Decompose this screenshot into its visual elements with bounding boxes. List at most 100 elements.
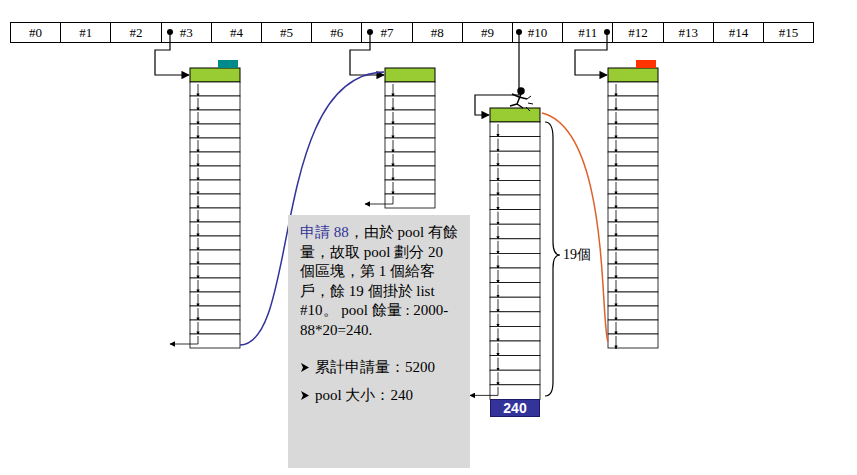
next-pointer bbox=[498, 168, 499, 182]
memory-block bbox=[385, 110, 435, 124]
list-header-cell: #13 bbox=[663, 22, 714, 43]
list-header-cell: #6 bbox=[311, 22, 362, 43]
memory-block bbox=[490, 356, 540, 371]
pointer-dot bbox=[167, 29, 173, 35]
memory-block bbox=[490, 210, 540, 225]
memory-block bbox=[190, 194, 240, 208]
cell-label: #11 bbox=[578, 25, 597, 41]
next-pointer bbox=[616, 196, 617, 209]
list-marker bbox=[218, 60, 238, 68]
next-pointer bbox=[616, 126, 617, 139]
memory-block bbox=[190, 82, 240, 96]
memory-block bbox=[608, 138, 658, 152]
count-label: 19個 bbox=[561, 246, 593, 264]
next-pointer bbox=[393, 140, 394, 153]
next-pointer bbox=[470, 387, 498, 396]
next-pointer bbox=[616, 238, 617, 251]
next-pointer bbox=[170, 336, 198, 344]
next-pointer bbox=[198, 196, 199, 209]
next-pointer bbox=[498, 212, 499, 226]
next-pointer bbox=[616, 266, 617, 279]
next-pointer bbox=[365, 196, 393, 204]
list-head bbox=[608, 68, 658, 82]
memory-block bbox=[608, 124, 658, 138]
list-header-cell: #1 bbox=[60, 22, 111, 43]
next-pointer bbox=[616, 140, 617, 153]
list-header-cell: #5 bbox=[261, 22, 312, 43]
next-pointer bbox=[198, 112, 199, 125]
memory-block bbox=[608, 278, 658, 292]
list-header-cell: #2 bbox=[110, 22, 161, 43]
memory-block bbox=[190, 264, 240, 278]
next-pointer bbox=[198, 322, 199, 335]
next-pointer bbox=[616, 84, 617, 97]
memory-block bbox=[490, 180, 540, 195]
cell-label: #7 bbox=[380, 25, 393, 41]
note-paragraph: 申請 88，由於 pool 有餘量，故取 pool 劃分 20 個區塊，第 1 … bbox=[300, 223, 460, 340]
note-box: 申請 88，由於 pool 有餘量，故取 pool 劃分 20 個區塊，第 1 … bbox=[288, 215, 470, 468]
next-pointer bbox=[393, 112, 394, 125]
memory-block bbox=[608, 334, 658, 348]
cell-label: #6 bbox=[330, 25, 343, 41]
next-pointer bbox=[498, 153, 499, 167]
next-pointer bbox=[198, 280, 199, 293]
next-pointer bbox=[393, 98, 394, 111]
next-pointer bbox=[498, 358, 499, 372]
memory-block bbox=[490, 122, 540, 137]
memory-block bbox=[490, 297, 540, 312]
memory-block bbox=[385, 124, 435, 138]
memory-block bbox=[608, 222, 658, 236]
memory-block bbox=[490, 195, 540, 210]
memory-block bbox=[608, 152, 658, 166]
stat-text: pool 大小：240 bbox=[315, 386, 413, 406]
next-pointer bbox=[616, 322, 617, 335]
next-pointer bbox=[616, 168, 617, 181]
list-head bbox=[385, 68, 435, 82]
list-header-cell: #3 bbox=[161, 22, 212, 43]
next-pointer bbox=[198, 84, 199, 97]
memory-block bbox=[190, 306, 240, 320]
memory-block bbox=[608, 320, 658, 334]
memory-block bbox=[608, 250, 658, 264]
pointer-dot bbox=[604, 29, 610, 35]
next-pointer bbox=[616, 112, 617, 125]
memory-block bbox=[490, 326, 540, 341]
request-text: 申請 88 bbox=[300, 224, 349, 240]
next-pointer bbox=[393, 154, 394, 167]
bullet-symbol bbox=[300, 362, 310, 373]
cell-label: #15 bbox=[779, 25, 799, 41]
stick-figure bbox=[510, 88, 533, 111]
next-pointer bbox=[616, 182, 617, 195]
next-pointer bbox=[498, 270, 499, 284]
next-pointer bbox=[498, 328, 499, 342]
memory-block bbox=[608, 110, 658, 124]
memory-block bbox=[608, 264, 658, 278]
pointer-line bbox=[350, 32, 384, 75]
next-pointer bbox=[498, 299, 499, 313]
next-pointer bbox=[498, 139, 499, 153]
list-header-cell: #14 bbox=[713, 22, 764, 43]
next-pointer bbox=[616, 224, 617, 237]
next-pointer bbox=[198, 210, 199, 223]
list-header-cell: #7 bbox=[361, 22, 412, 43]
memory-block bbox=[190, 124, 240, 138]
list-head bbox=[190, 68, 240, 82]
list-header-cell: #15 bbox=[763, 22, 814, 43]
cell-label: #3 bbox=[180, 25, 193, 41]
memory-block bbox=[608, 194, 658, 208]
brace bbox=[545, 122, 560, 396]
next-pointer bbox=[498, 182, 499, 196]
next-pointer bbox=[393, 182, 394, 195]
memory-block bbox=[385, 194, 435, 208]
next-pointer bbox=[393, 84, 394, 97]
next-pointer bbox=[498, 314, 499, 328]
cell-label: #1 bbox=[79, 25, 92, 41]
memory-block bbox=[608, 180, 658, 194]
next-pointer bbox=[198, 238, 199, 251]
bullet-row: pool 大小：240 bbox=[300, 386, 460, 406]
next-pointer bbox=[616, 252, 617, 265]
free-list bbox=[170, 68, 240, 348]
next-pointer bbox=[198, 126, 199, 139]
next-pointer bbox=[616, 308, 617, 321]
next-pointer bbox=[198, 98, 199, 111]
